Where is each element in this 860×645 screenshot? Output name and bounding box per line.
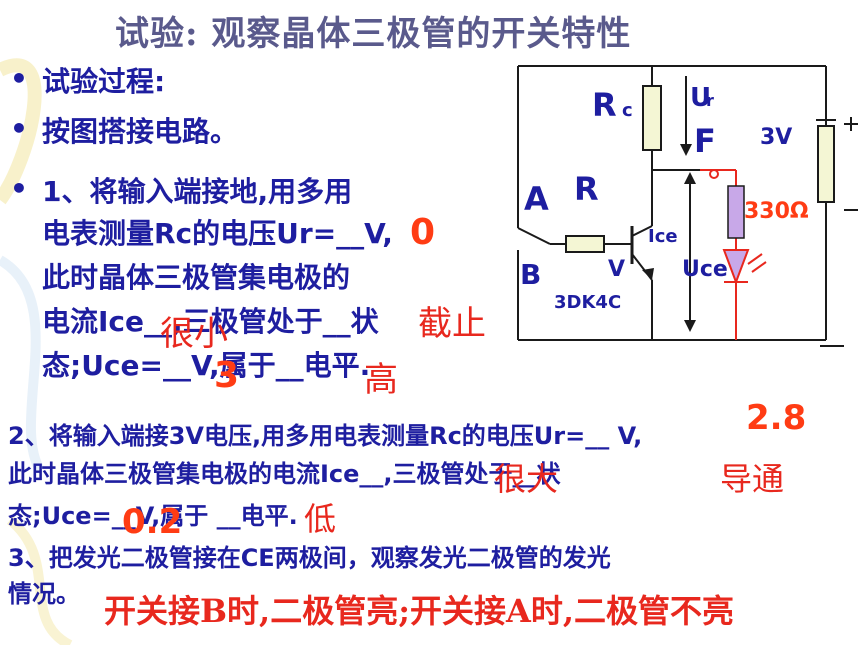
label-rc-c: c [622, 100, 633, 121]
step2-line2: 此时晶体三极管集电极的电流Ice__,三极管处于__状 [8, 460, 561, 488]
led-icon [722, 249, 750, 285]
battery-icon [817, 125, 835, 203]
answer-uce-step2: 0.2 [122, 502, 183, 542]
bullet-marker-3: • [10, 172, 28, 205]
circuit-diagram: R c U r F 3V A R B V Ice Uce 330Ω 3DK4C [517, 65, 858, 347]
led-resistor [727, 185, 745, 239]
label-uce: Uce [682, 257, 728, 282]
label-R: R [574, 170, 599, 208]
label-V: V [608, 257, 625, 282]
step2-line3: 态;Uce=__V,属于 __电平. [8, 502, 298, 530]
label-switch-B: B [520, 258, 541, 291]
step3-line2: 情况。 [8, 580, 80, 608]
step1-line5: 态;Uce=__V,属于__电平. [42, 349, 371, 382]
step1-line2: 电表测量Rc的电压Ur=__V, [42, 217, 393, 250]
answer-level-step2: 低 [304, 500, 337, 538]
label-battery-3v: 3V [760, 125, 792, 150]
answer-level-step1: 高 [364, 360, 398, 400]
bullet-marker-2: • [10, 112, 28, 145]
answer-ice-step1: 很小 [160, 314, 228, 354]
slide-title: 试验: 观察晶体三极管的开关特性 [115, 14, 632, 54]
label-ur-r: r [706, 91, 714, 110]
base-resistor [565, 235, 605, 253]
step1-line1: 1、将输入端接地,用多用 [42, 175, 353, 208]
label-3dk4c: 3DK4C [554, 292, 621, 313]
rc-resistor [642, 85, 662, 151]
bullet-process: 试验过程: [42, 65, 166, 98]
step1-line4: 电流Ice__,三极管处于__状 [42, 305, 379, 338]
bullet-build-circuit: 按图搭接电路。 [42, 115, 239, 148]
step2-line1: 2、将输入端接3V电压,用多用电表测量Rc的电压Ur=__ V, [8, 422, 643, 450]
label-switch-A: A [524, 180, 549, 218]
answer-state-step2: 导通 [720, 460, 785, 498]
step3-line1: 3、把发光二极管接在CE两极间，观察发光二极管的发光 [8, 544, 611, 572]
label-330ohm: 330Ω [744, 199, 809, 224]
switch-blade [517, 227, 551, 245]
label-ur-U: U [690, 83, 711, 113]
answer-state-step1: 截止 [418, 304, 486, 344]
bullet-marker-1: • [10, 62, 28, 95]
answer-ur-step2: 2.8 [746, 398, 807, 438]
label-ice: Ice [648, 226, 678, 247]
label-rc-R: R [592, 86, 617, 124]
conclusion-text: 开关接B时,二极管亮;开关接A时,二极管不亮 [104, 592, 734, 630]
answer-uce-step1: 3 [214, 355, 240, 396]
answer-ice-step2: 很大 [494, 460, 559, 498]
label-F: F [694, 122, 716, 160]
step1-line3: 此时晶体三极管集电极的 [42, 261, 351, 294]
answer-ur-step1: 0 [410, 212, 436, 253]
